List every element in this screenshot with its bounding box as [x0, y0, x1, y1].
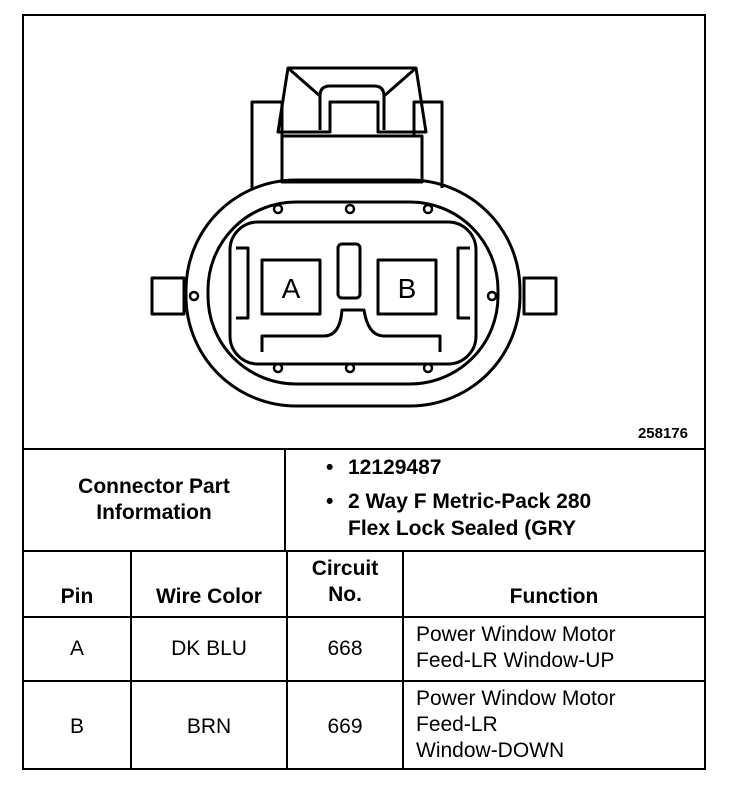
row-b-function: Power Window Motor Feed-LR Window-DOWN — [416, 687, 616, 762]
connector-type-item-cont: Flex Lock Sealed (GRY — [348, 517, 576, 540]
row-b-pin: B — [69, 715, 84, 738]
row-a-wire-color: DK BLU — [171, 637, 247, 660]
pin-a-label: A — [282, 273, 301, 304]
part-number-item: •12129487 — [326, 456, 442, 479]
header-pin: Pin — [60, 585, 94, 608]
pin-b-label: B — [398, 273, 417, 304]
row-b-circuit: 669 — [327, 715, 363, 738]
part-info-label: Connector Part Information — [78, 475, 230, 524]
header-circuit: Circuit No. — [311, 557, 379, 606]
connector-face-drawing: A B — [150, 66, 558, 408]
part-info-divider — [284, 448, 286, 550]
center-key — [336, 242, 362, 300]
connector-shell — [184, 178, 522, 408]
connector-info-frame: A B 258176 Connector Part Information •1… — [22, 14, 706, 770]
row-separator — [24, 680, 704, 682]
col-divider-2 — [286, 550, 288, 770]
row-a-function: Power Window Motor Feed-LR Window-UP — [416, 623, 616, 672]
lock-slot — [318, 84, 386, 130]
col-divider-1 — [130, 550, 132, 770]
lock-tab — [276, 66, 428, 134]
row-a-circuit: 668 — [327, 637, 363, 660]
left-ear — [150, 276, 186, 316]
diagram-separator — [24, 448, 704, 450]
right-ear — [522, 276, 558, 316]
terminal-cavity-a — [260, 258, 322, 316]
seal-ring — [206, 200, 500, 386]
terminal-cavity-b — [376, 258, 438, 316]
header-function: Function — [509, 585, 599, 608]
row-a-pin: A — [69, 637, 84, 660]
connector-type-item: •2 Way F Metric-Pack 280 — [326, 490, 592, 513]
col-divider-3 — [402, 550, 404, 770]
table-top-border — [24, 550, 704, 552]
header-bottom-border — [24, 616, 704, 618]
header-wire-color: Wire Color — [156, 585, 262, 608]
reference-number: 258176 — [637, 425, 688, 442]
connector-diagram: A B 258176 — [24, 16, 704, 448]
row-b-wire-color: BRN — [186, 715, 232, 738]
